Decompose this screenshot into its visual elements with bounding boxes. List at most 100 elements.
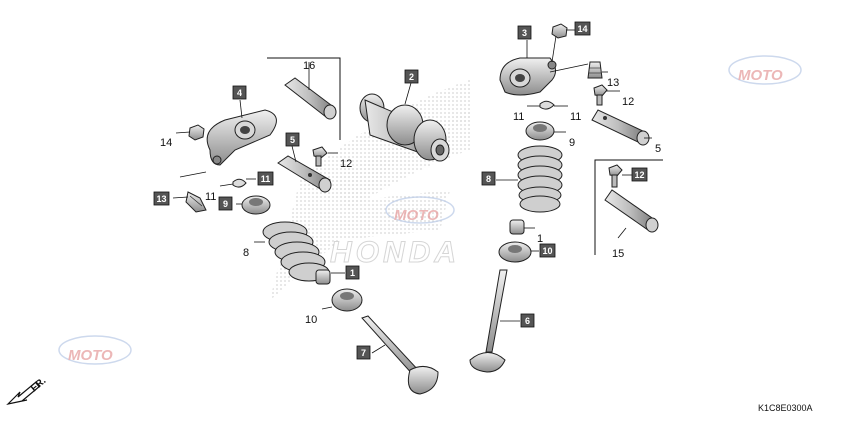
callout-number: 16 bbox=[303, 60, 315, 72]
callout-box bbox=[257, 171, 274, 186]
callout-box bbox=[356, 345, 371, 360]
callout-box bbox=[481, 171, 496, 186]
callout-13-right: 13 bbox=[607, 77, 619, 89]
inset-frame-pin-15 bbox=[594, 159, 663, 255]
callout-number: 13 bbox=[607, 77, 619, 89]
callout-15: 15 bbox=[612, 248, 624, 260]
callout-box bbox=[285, 132, 300, 147]
callout-12-inset: 12 bbox=[631, 167, 648, 182]
callout-number: 1 bbox=[537, 233, 543, 245]
honda-text-watermark: HONDA bbox=[330, 236, 460, 269]
rocker-arm-left bbox=[206, 109, 277, 166]
svg-text:MOTO: MOTO bbox=[68, 347, 113, 364]
rocker-shaft-left bbox=[277, 155, 332, 193]
callout-8-right: 8 bbox=[481, 171, 496, 186]
callout-number: 8 bbox=[486, 174, 491, 184]
callout-4: 4 bbox=[232, 85, 247, 100]
callout-16: 16 bbox=[303, 60, 315, 72]
moto-watermark-bottom-left: MOTO bbox=[58, 335, 132, 365]
diagram-code: K1C8E0300A bbox=[758, 403, 813, 413]
adjusting-screw-left bbox=[185, 191, 207, 213]
callout-5-right: 5 bbox=[655, 143, 661, 155]
callout-number: 8 bbox=[243, 247, 249, 259]
stem-seal-right bbox=[509, 219, 525, 235]
callout-box bbox=[520, 313, 535, 328]
callout-number: 3 bbox=[522, 28, 527, 38]
callout-14-left: 14 bbox=[160, 137, 172, 149]
spring-retainer-right bbox=[525, 121, 555, 141]
pin-16 bbox=[284, 77, 337, 120]
cotter-right bbox=[539, 100, 555, 110]
rocker-shaft-right bbox=[591, 109, 650, 146]
callout-number: 15 bbox=[612, 248, 624, 260]
callout-11-right-a: 11 bbox=[513, 111, 524, 123]
callout-number: 11 bbox=[205, 191, 216, 203]
callout-14-right: 14 bbox=[574, 21, 591, 36]
callout-9-left: 9 bbox=[218, 196, 233, 211]
callout-10-left: 10 bbox=[305, 314, 317, 326]
adjusting-screw-right bbox=[587, 61, 603, 79]
callout-11-left-a: 11 bbox=[205, 191, 216, 203]
callout-number: 9 bbox=[569, 137, 575, 149]
cotter-left bbox=[232, 178, 247, 188]
callout-number: 12 bbox=[340, 158, 352, 170]
callout-9-right: 9 bbox=[569, 137, 575, 149]
svg-text:MOTO: MOTO bbox=[738, 67, 783, 84]
callout-number: 4 bbox=[237, 88, 242, 98]
callout-1-left: 1 bbox=[345, 265, 360, 280]
callout-number: 11 bbox=[261, 174, 271, 184]
callout-2: 2 bbox=[404, 69, 419, 84]
rocker-arm-right bbox=[499, 57, 557, 96]
stem-seal-left bbox=[315, 269, 331, 285]
callout-3: 3 bbox=[517, 25, 532, 40]
bolt-inset bbox=[608, 164, 623, 188]
callout-box bbox=[631, 167, 648, 182]
callout-8-left: 8 bbox=[243, 247, 249, 259]
callout-number: 5 bbox=[655, 143, 661, 155]
nut-left bbox=[188, 124, 205, 141]
callout-box bbox=[232, 85, 247, 100]
callout-number: 7 bbox=[361, 348, 366, 358]
spring-seat-left bbox=[331, 288, 363, 312]
callout-number: 10 bbox=[305, 314, 317, 326]
valve-intake bbox=[361, 315, 439, 395]
callout-box bbox=[539, 243, 556, 258]
pin-15 bbox=[604, 189, 659, 233]
bolt-right bbox=[593, 84, 608, 106]
callout-number: 14 bbox=[577, 24, 587, 34]
callout-box bbox=[153, 191, 170, 206]
bolt-left bbox=[312, 146, 328, 167]
callout-box bbox=[574, 21, 591, 36]
callout-11-right-b: 11 bbox=[570, 111, 581, 123]
callout-12-right: 12 bbox=[622, 96, 634, 108]
callout-12-left: 12 bbox=[340, 158, 352, 170]
callout-box bbox=[218, 196, 233, 211]
callout-10-right: 10 bbox=[539, 243, 556, 258]
camshaft bbox=[359, 93, 450, 162]
callout-number: 11 bbox=[513, 111, 524, 123]
front-direction-arrow: FR. bbox=[6, 375, 48, 406]
valve-spring-right bbox=[517, 145, 563, 213]
callout-number: 11 bbox=[570, 111, 581, 123]
callout-13-left: 13 bbox=[153, 191, 170, 206]
callout-number: 6 bbox=[525, 316, 530, 326]
callout-number: 14 bbox=[160, 137, 172, 149]
callout-number: 9 bbox=[223, 199, 228, 209]
callout-box bbox=[517, 25, 532, 40]
spring-retainer-left bbox=[241, 195, 271, 215]
inset-frame-pin-16 bbox=[267, 57, 341, 140]
nut-right bbox=[551, 23, 568, 39]
callout-number: 5 bbox=[290, 135, 295, 145]
callout-box bbox=[345, 265, 360, 280]
callout-number: 12 bbox=[622, 96, 634, 108]
callout-number: 12 bbox=[634, 170, 644, 180]
callout-11-left-b: 11 bbox=[257, 171, 274, 186]
callout-number: 10 bbox=[542, 246, 552, 256]
callout-5-left: 5 bbox=[285, 132, 300, 147]
callout-number: 2 bbox=[409, 72, 414, 82]
callout-number: 13 bbox=[156, 194, 166, 204]
svg-text:MOTO: MOTO bbox=[394, 207, 439, 224]
callout-number: 1 bbox=[350, 268, 355, 278]
